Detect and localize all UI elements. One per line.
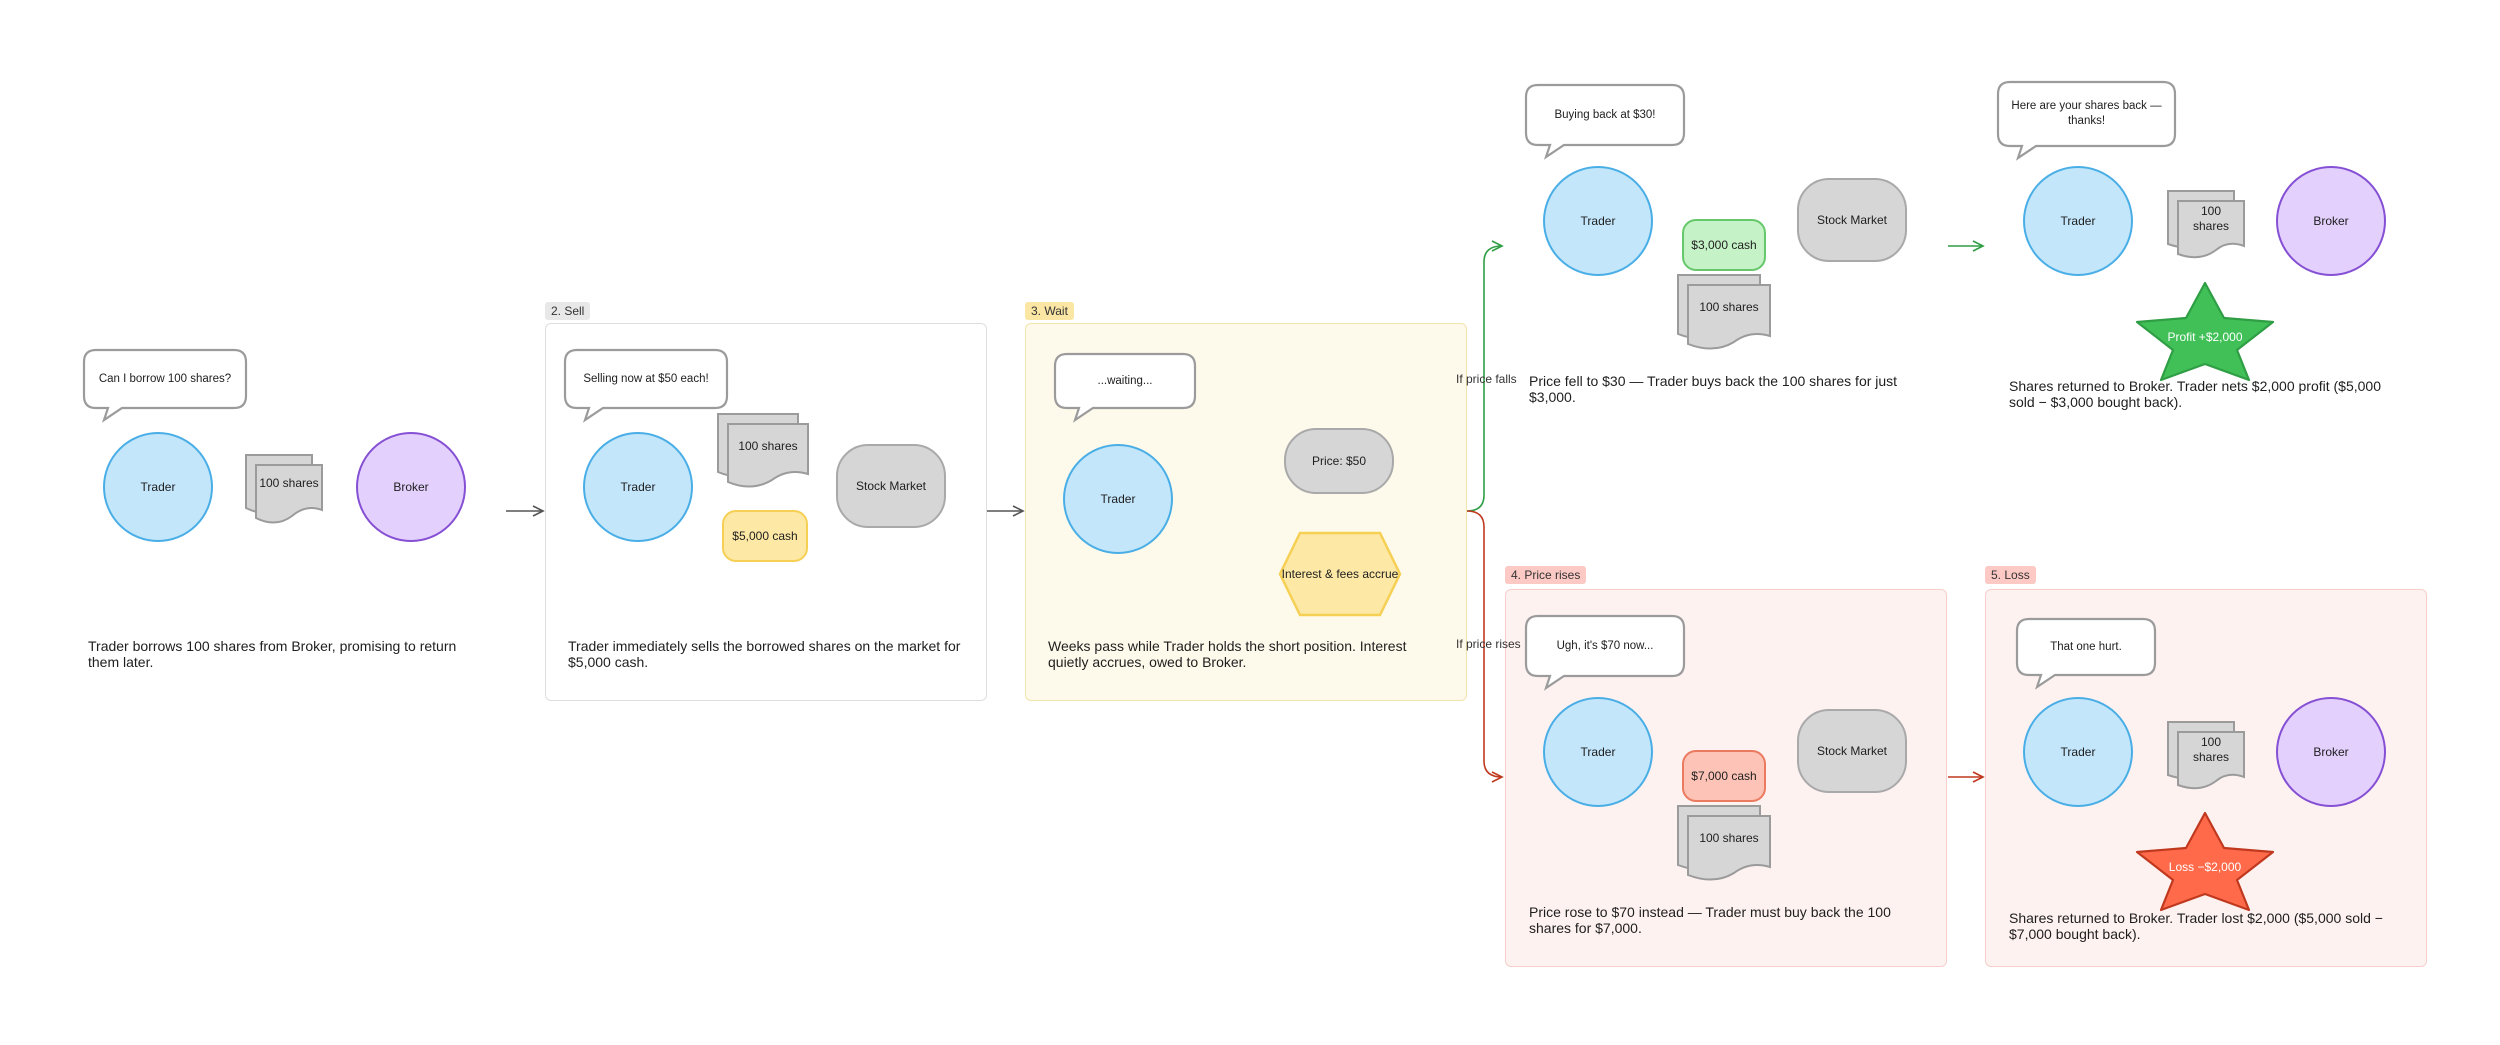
shares-doc-profit-front <box>2177 200 2245 259</box>
shares-doc-rise-front <box>1687 815 1771 881</box>
interest-hexagon <box>1278 531 1402 617</box>
stock-market-fall: Stock Market <box>1797 178 1907 262</box>
shares-doc-step1-front <box>255 464 323 524</box>
shares-doc-step2-front <box>727 423 809 488</box>
bubble-step3 <box>1053 352 1197 423</box>
bubble-loss-text: That one hurt. <box>2050 640 2122 653</box>
bubble-profit <box>1996 80 2177 161</box>
bubble-loss <box>2015 617 2157 690</box>
cash-rise: $7,000 cash <box>1682 750 1766 802</box>
broker-profit: Broker <box>2276 166 2386 276</box>
trader-step3: Trader <box>1063 444 1173 554</box>
profit-star <box>2135 281 2275 382</box>
frame-loss-label: 5. Loss <box>1985 566 2036 584</box>
bubble-profit-text: Here are your shares back — thanks! <box>2011 100 2162 127</box>
cash-fall: $3,000 cash <box>1682 219 1766 271</box>
bubble-rise-text: Ugh, it's $70 now... <box>1556 639 1654 652</box>
interest-label: Interest & fees accrue <box>1281 566 1399 581</box>
shares-step1-label: 100 shares <box>259 475 319 490</box>
bubble-step3-text: ...waiting... <box>1097 374 1153 387</box>
bubble-step2-text: Selling now at $50 each! <box>583 372 709 385</box>
loss-star-label: Loss −$2,000 <box>2168 859 2242 874</box>
arrow-branch-fall <box>1466 240 1504 512</box>
branch-label-falls: If price falls <box>1456 372 1517 386</box>
profit-star-label: Profit +$2,000 <box>2167 329 2243 344</box>
frame-price-rises-label: 4. Price rises <box>1505 566 1587 584</box>
caption-rise: Price rose to $70 instead — Trader must … <box>1529 904 1891 936</box>
caption-step2: Trader immediately sells the borrowed sh… <box>568 638 961 670</box>
trader-loss: Trader <box>2023 697 2133 807</box>
branch-label-rises: If price rises <box>1456 637 1521 651</box>
bubble-rise <box>1524 614 1686 691</box>
caption-loss: Shares returned to Broker. Trader lost $… <box>2009 910 2383 942</box>
bubble-step1 <box>82 348 248 423</box>
price-box: Price: $50 <box>1284 428 1394 494</box>
caption-profit: Shares returned to Broker. Trader nets $… <box>2009 378 2381 410</box>
broker-loss: Broker <box>2276 697 2386 807</box>
trader-fall: Trader <box>1543 166 1653 276</box>
stock-market-rise: Stock Market <box>1797 709 1907 793</box>
broker-step1: Broker <box>356 432 466 542</box>
bubble-step1-text: Can I borrow 100 shares? <box>98 372 232 385</box>
caption-fall: Price fell to $30 — Trader buys back the… <box>1529 373 1898 405</box>
trader-rise: Trader <box>1543 697 1653 807</box>
shares-rise-label: 100 shares <box>1699 830 1759 845</box>
bubble-fall <box>1524 83 1686 160</box>
cash-step2: $5,000 cash <box>722 510 808 562</box>
stock-market-step2: Stock Market <box>836 444 946 528</box>
frame-wait-label: 3. Wait <box>1025 302 1074 320</box>
caption-step3: Weeks pass while Trader holds the short … <box>1048 638 1407 670</box>
shares-profit-label: 100 shares <box>2192 204 2230 233</box>
shares-step2-label: 100 shares <box>738 438 798 453</box>
arrow-branch-rise <box>1466 510 1504 783</box>
trader-step2: Trader <box>583 432 693 542</box>
bubble-fall-text: Buying back at $30! <box>1554 108 1656 121</box>
shares-doc-fall-front <box>1687 284 1771 350</box>
shares-loss-label: 100 shares <box>2192 735 2230 764</box>
trader-profit: Trader <box>2023 166 2133 276</box>
shares-fall-label: 100 shares <box>1699 299 1759 314</box>
bubble-step2 <box>563 348 729 423</box>
frame-sell-label: 2. Sell <box>545 302 591 320</box>
loss-star <box>2135 811 2275 912</box>
caption-step1: Trader borrows 100 shares from Broker, p… <box>88 638 457 670</box>
shares-doc-loss-front <box>2177 731 2245 790</box>
trader-step1: Trader <box>103 432 213 542</box>
